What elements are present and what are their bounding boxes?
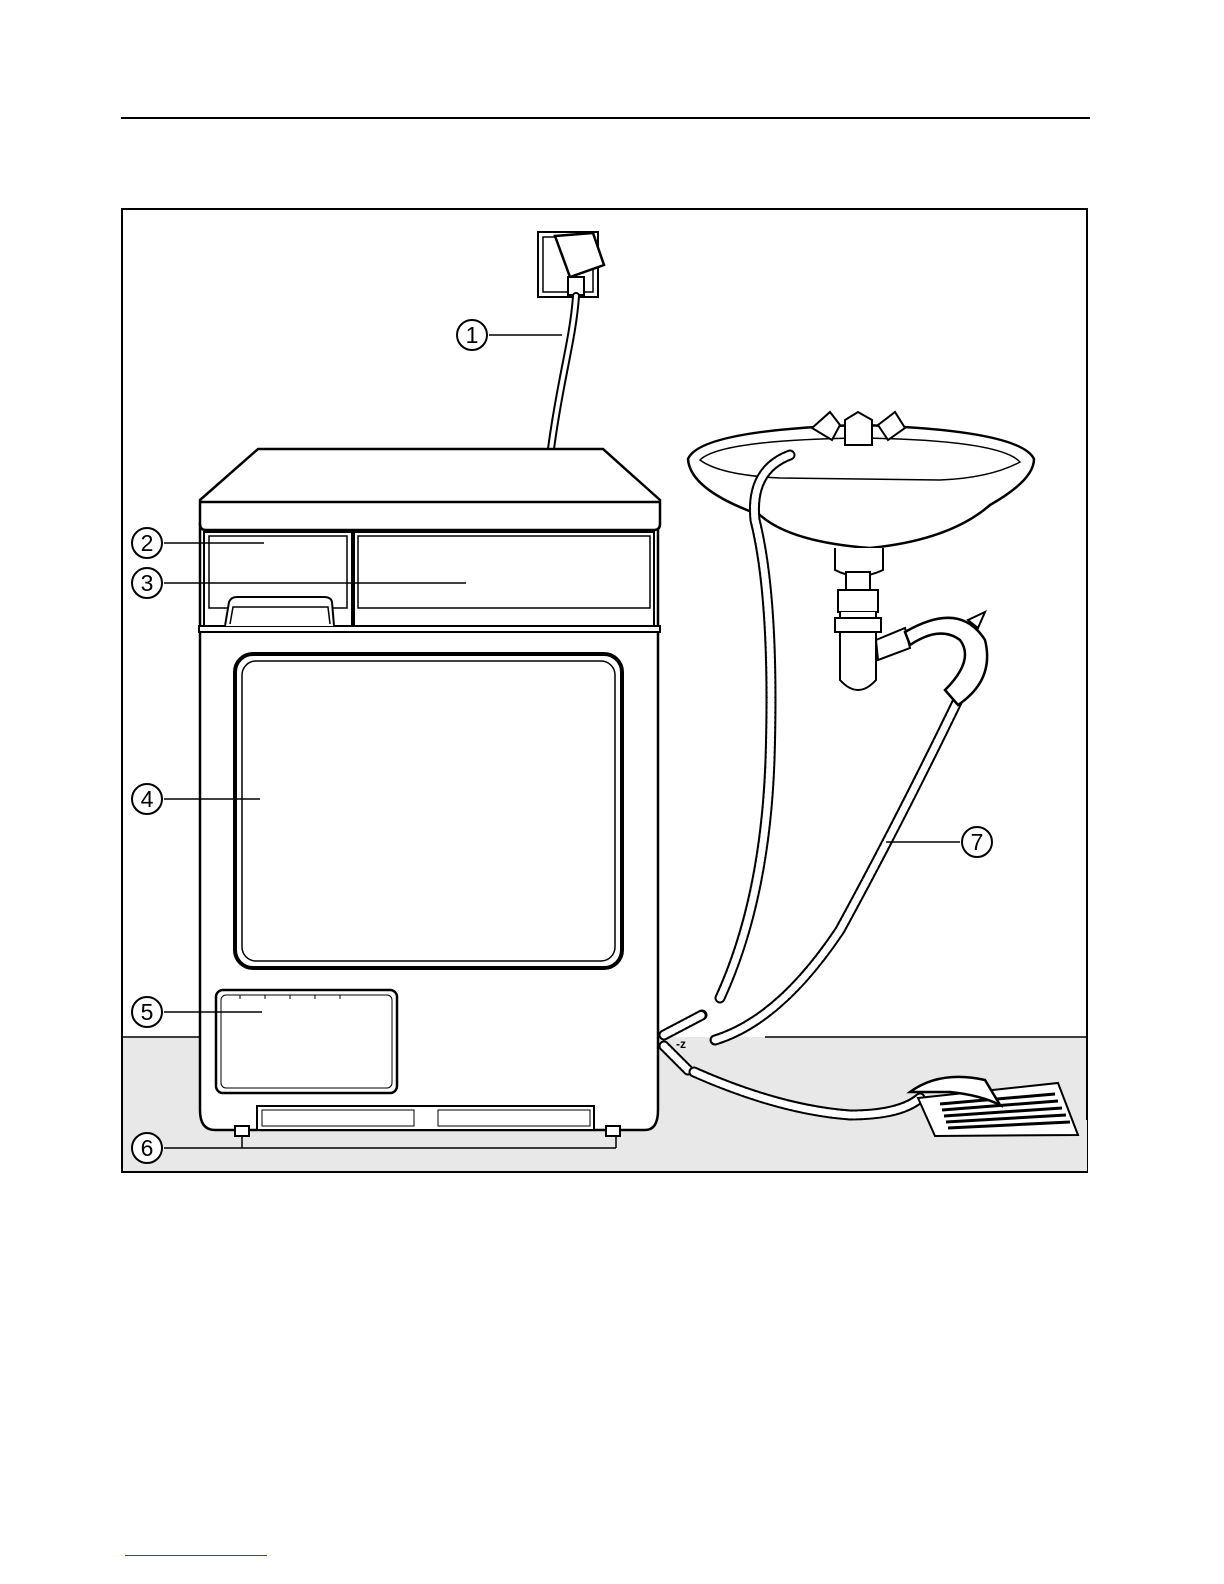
- wall-socket: [538, 232, 604, 297]
- svg-text:3: 3: [141, 570, 154, 596]
- svg-text:2: 2: [141, 530, 154, 556]
- svg-text:6: 6: [141, 1135, 154, 1161]
- callout-5: 5: [132, 997, 162, 1027]
- callout-3: 3: [132, 568, 162, 598]
- svg-text:4: 4: [141, 786, 154, 812]
- callout-1: 1: [457, 320, 487, 350]
- svg-text:7: 7: [971, 829, 984, 855]
- callout-6: 6: [132, 1133, 162, 1163]
- svg-text:1: 1: [466, 322, 479, 348]
- footer-link-rule: [125, 1555, 267, 1556]
- callout-7: 7: [962, 827, 992, 857]
- svg-text:-z: -z: [676, 1037, 686, 1051]
- tumble-dryer: [199, 449, 660, 1130]
- callout-2: 2: [132, 528, 162, 558]
- svg-text:5: 5: [141, 999, 154, 1025]
- callout-4: 4: [132, 784, 162, 814]
